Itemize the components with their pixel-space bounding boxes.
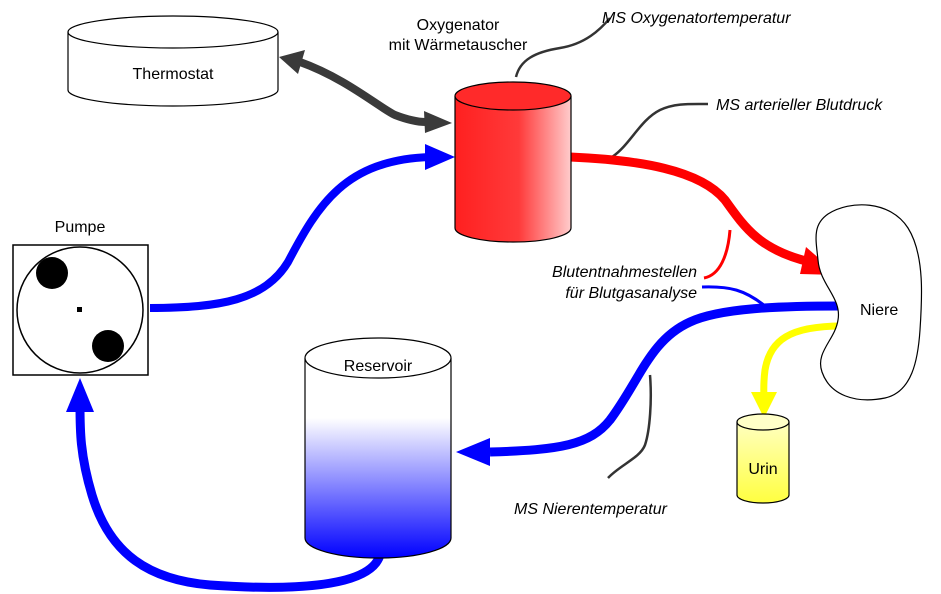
sampling-ports-label-line1: Blutentnahmestellen <box>552 264 697 281</box>
thermostat-label: Thermostat <box>133 66 214 83</box>
oxygenator-vessel <box>454 81 572 243</box>
oxygenator-label-line1: Oxygenator <box>417 17 500 34</box>
oxygenator-label-line2: mit Wärmetauscher <box>389 37 528 54</box>
pump-to-oxygenator-line <box>149 144 455 312</box>
kidney-label: Niere <box>860 302 898 319</box>
reservoir-to-pump-line <box>66 378 385 592</box>
kidney-to-urine-line <box>751 322 843 418</box>
oxygenator-temperature-sensor-cable <box>514 17 611 78</box>
pump-roller-top <box>36 257 68 289</box>
pump-label: Pumpe <box>55 219 106 236</box>
kidney-organ <box>815 204 923 401</box>
oxygenator-temperature-sensor-label: MS Oxygenatortemperatur <box>602 10 791 27</box>
pump-axis <box>77 307 82 312</box>
urine-label: Urin <box>748 461 777 478</box>
venous-sampling-port <box>701 285 766 308</box>
urine-vessel <box>736 413 790 504</box>
pump <box>12 244 149 376</box>
heat-exchange-arrow <box>279 50 452 133</box>
kidney-temperature-sensor-cable <box>607 374 653 479</box>
pump-roller-bottom <box>92 330 124 362</box>
sampling-ports-label-line2: für Blutgasanalyse <box>565 285 697 302</box>
arterial-pressure-sensor-label: MS arterieller Blutdruck <box>716 97 883 114</box>
reservoir-vessel <box>304 337 452 559</box>
thermostat-vessel <box>67 15 279 107</box>
arterial-pressure-sensor-cable <box>611 102 709 159</box>
arterial-sampling-port <box>703 229 732 280</box>
kidney-temperature-sensor-label: MS Nierentemperatur <box>514 501 668 518</box>
oxygenator-to-kidney-line <box>569 152 838 275</box>
kidney-to-reservoir-line <box>456 301 841 466</box>
reservoir-label: Reservoir <box>344 358 413 375</box>
